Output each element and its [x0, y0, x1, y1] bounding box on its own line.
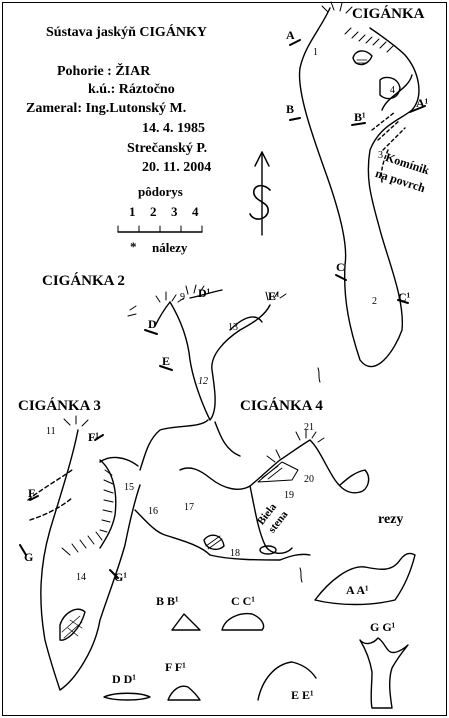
station-1: 1	[313, 47, 318, 58]
scale-bar	[117, 225, 203, 233]
station-14: 14	[76, 572, 86, 583]
mark-f: F	[28, 486, 36, 500]
cigánka-cave-outline	[289, 1, 426, 383]
station-3: 3	[378, 150, 383, 161]
section-label-aa: A A¹	[346, 583, 369, 597]
mark-g: G	[24, 550, 34, 564]
station-13: 13	[228, 322, 238, 333]
section-label-cc: C C¹	[231, 594, 255, 608]
station-18: 18	[230, 548, 240, 559]
cave-name-cigánka: CIGÁNKA	[352, 6, 425, 22]
section-label-ee: E E¹	[291, 688, 314, 702]
finds-label: nálezy	[152, 240, 188, 255]
mark-e: E	[162, 354, 171, 368]
station-21: 21	[304, 422, 314, 433]
mark-a: A	[286, 28, 295, 42]
station-9: 9	[180, 292, 185, 303]
scale-tick-1: 1	[129, 204, 136, 219]
scale-tick-4: 4	[192, 204, 199, 219]
section-label-ff: F F¹	[165, 660, 186, 674]
cave-name-cigánka-4: CIGÁNKA 4	[240, 398, 323, 414]
section-label-gg: G G¹	[370, 620, 396, 634]
mark-a1: A¹	[416, 96, 429, 110]
station-19: 19	[284, 490, 294, 501]
station-4: 4	[390, 85, 395, 96]
scale-tick-2: 2	[150, 204, 157, 219]
mark-d: D	[148, 317, 157, 331]
cadastral-area: k.ú.: Ráztočno	[88, 82, 175, 97]
mark-f1: F¹	[88, 430, 99, 444]
section-cc-shape	[221, 612, 265, 631]
cigánka-3-cave-outline	[19, 415, 211, 691]
mark-b1: B¹	[354, 110, 366, 124]
mountain-range: Pohorie : ŽIAR	[57, 64, 151, 79]
sections-title: rezy	[378, 512, 404, 527]
cross-sections	[103, 552, 416, 709]
section-gg-shape	[359, 637, 409, 709]
station-15: 15	[124, 482, 134, 493]
north-arrow	[249, 151, 271, 236]
station-17: 17	[184, 502, 194, 513]
station-12: 12	[198, 376, 208, 387]
survey-date-2: 20. 11. 2004	[142, 160, 212, 175]
section-label-dd: D D¹	[112, 672, 136, 686]
section-label-bb: B B¹	[156, 594, 179, 608]
finds-marker: *	[130, 239, 137, 254]
mark-b: B	[286, 102, 295, 116]
section-ff-shape	[167, 685, 201, 701]
scale-tick-3: 3	[171, 204, 178, 219]
mark-e1: E¹	[268, 289, 280, 303]
map-title: Sústava jaskýň CIGÁNKY	[46, 25, 208, 40]
section-bb-shape	[171, 613, 201, 631]
surveyor-2: Strečanský P.	[127, 141, 208, 156]
station-16: 16	[148, 506, 158, 517]
mark-g1: G¹	[114, 570, 127, 584]
section-dd-shape	[103, 692, 151, 701]
cigánka-4-cave-outline	[179, 429, 370, 583]
mark-c1: C¹	[398, 290, 411, 304]
station-2: 2	[372, 296, 377, 307]
cigánka-2-cave-outline	[127, 284, 287, 471]
section-ee-shape	[257, 661, 317, 701]
cave-name-cigánka-3: CIGÁNKA 3	[18, 398, 101, 414]
station-11: 11	[46, 426, 56, 437]
mark-d1: D¹	[198, 286, 211, 300]
mark-c: C	[336, 260, 345, 274]
surveyor-1: Zameral: Ing.Lutonský M.	[26, 101, 187, 116]
section-aa-shape	[314, 552, 416, 606]
station-20: 20	[304, 474, 314, 485]
cave-name-cigánka-2: CIGÁNKA 2	[42, 273, 125, 289]
plan-view-label: pôdorys	[138, 184, 183, 199]
survey-date-1: 14. 4. 1985	[142, 121, 205, 136]
